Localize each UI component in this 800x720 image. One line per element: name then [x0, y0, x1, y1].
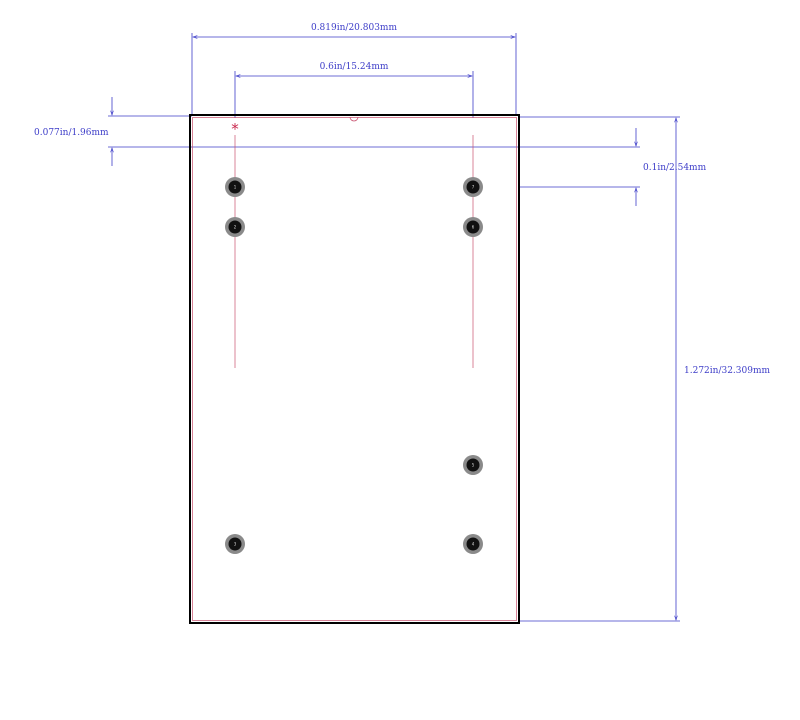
pin-pad: 2	[225, 217, 245, 237]
pad-hole	[228, 220, 242, 234]
pad-hole	[466, 220, 480, 234]
pad-hole	[228, 537, 242, 551]
pin-label: 6	[472, 225, 475, 230]
pin-pad: 6	[463, 217, 483, 237]
pin-label: 5	[472, 463, 475, 468]
pin-pitch-label: 0.1in/2.54mm	[643, 163, 707, 173]
pin-label: 3	[234, 542, 237, 547]
dimension-pin-pitch	[520, 128, 640, 206]
pin-label: 7	[472, 185, 475, 190]
pin-row-spacing-label: 0.6in/15.24mm	[320, 62, 389, 72]
pin-pad: 4	[463, 534, 483, 554]
pin1-marker: *	[231, 120, 239, 138]
pin-label: 4	[472, 542, 475, 547]
overall-width-label: 0.819in/20.803mm	[311, 23, 397, 33]
pin-pad: 3	[225, 534, 245, 554]
pin-label: 2	[234, 225, 237, 230]
overall-height-label: 1.272in/32.309mm	[684, 366, 770, 376]
pin-pad: 7	[463, 177, 483, 197]
pad-hole	[466, 458, 480, 472]
dimension-pin-row-spacing	[234, 71, 474, 118]
package-outline	[189, 114, 520, 624]
pin-row-guides	[234, 135, 474, 368]
pin-pad: 5	[463, 455, 483, 475]
pad-hole	[466, 180, 480, 194]
pin-label: 1	[234, 185, 237, 190]
dimension-overall-width	[191, 33, 517, 115]
pin-pad: 1	[225, 177, 245, 197]
silkscreen-outline	[192, 117, 517, 621]
pin1-notch	[349, 116, 359, 122]
pad-hole	[466, 537, 480, 551]
dimension-edge-to-first-pin	[108, 97, 640, 166]
dimension-overall-height	[520, 116, 680, 622]
pad-hole	[228, 180, 242, 194]
edge-to-first-pin-label: 0.077in/1.96mm	[34, 128, 109, 138]
